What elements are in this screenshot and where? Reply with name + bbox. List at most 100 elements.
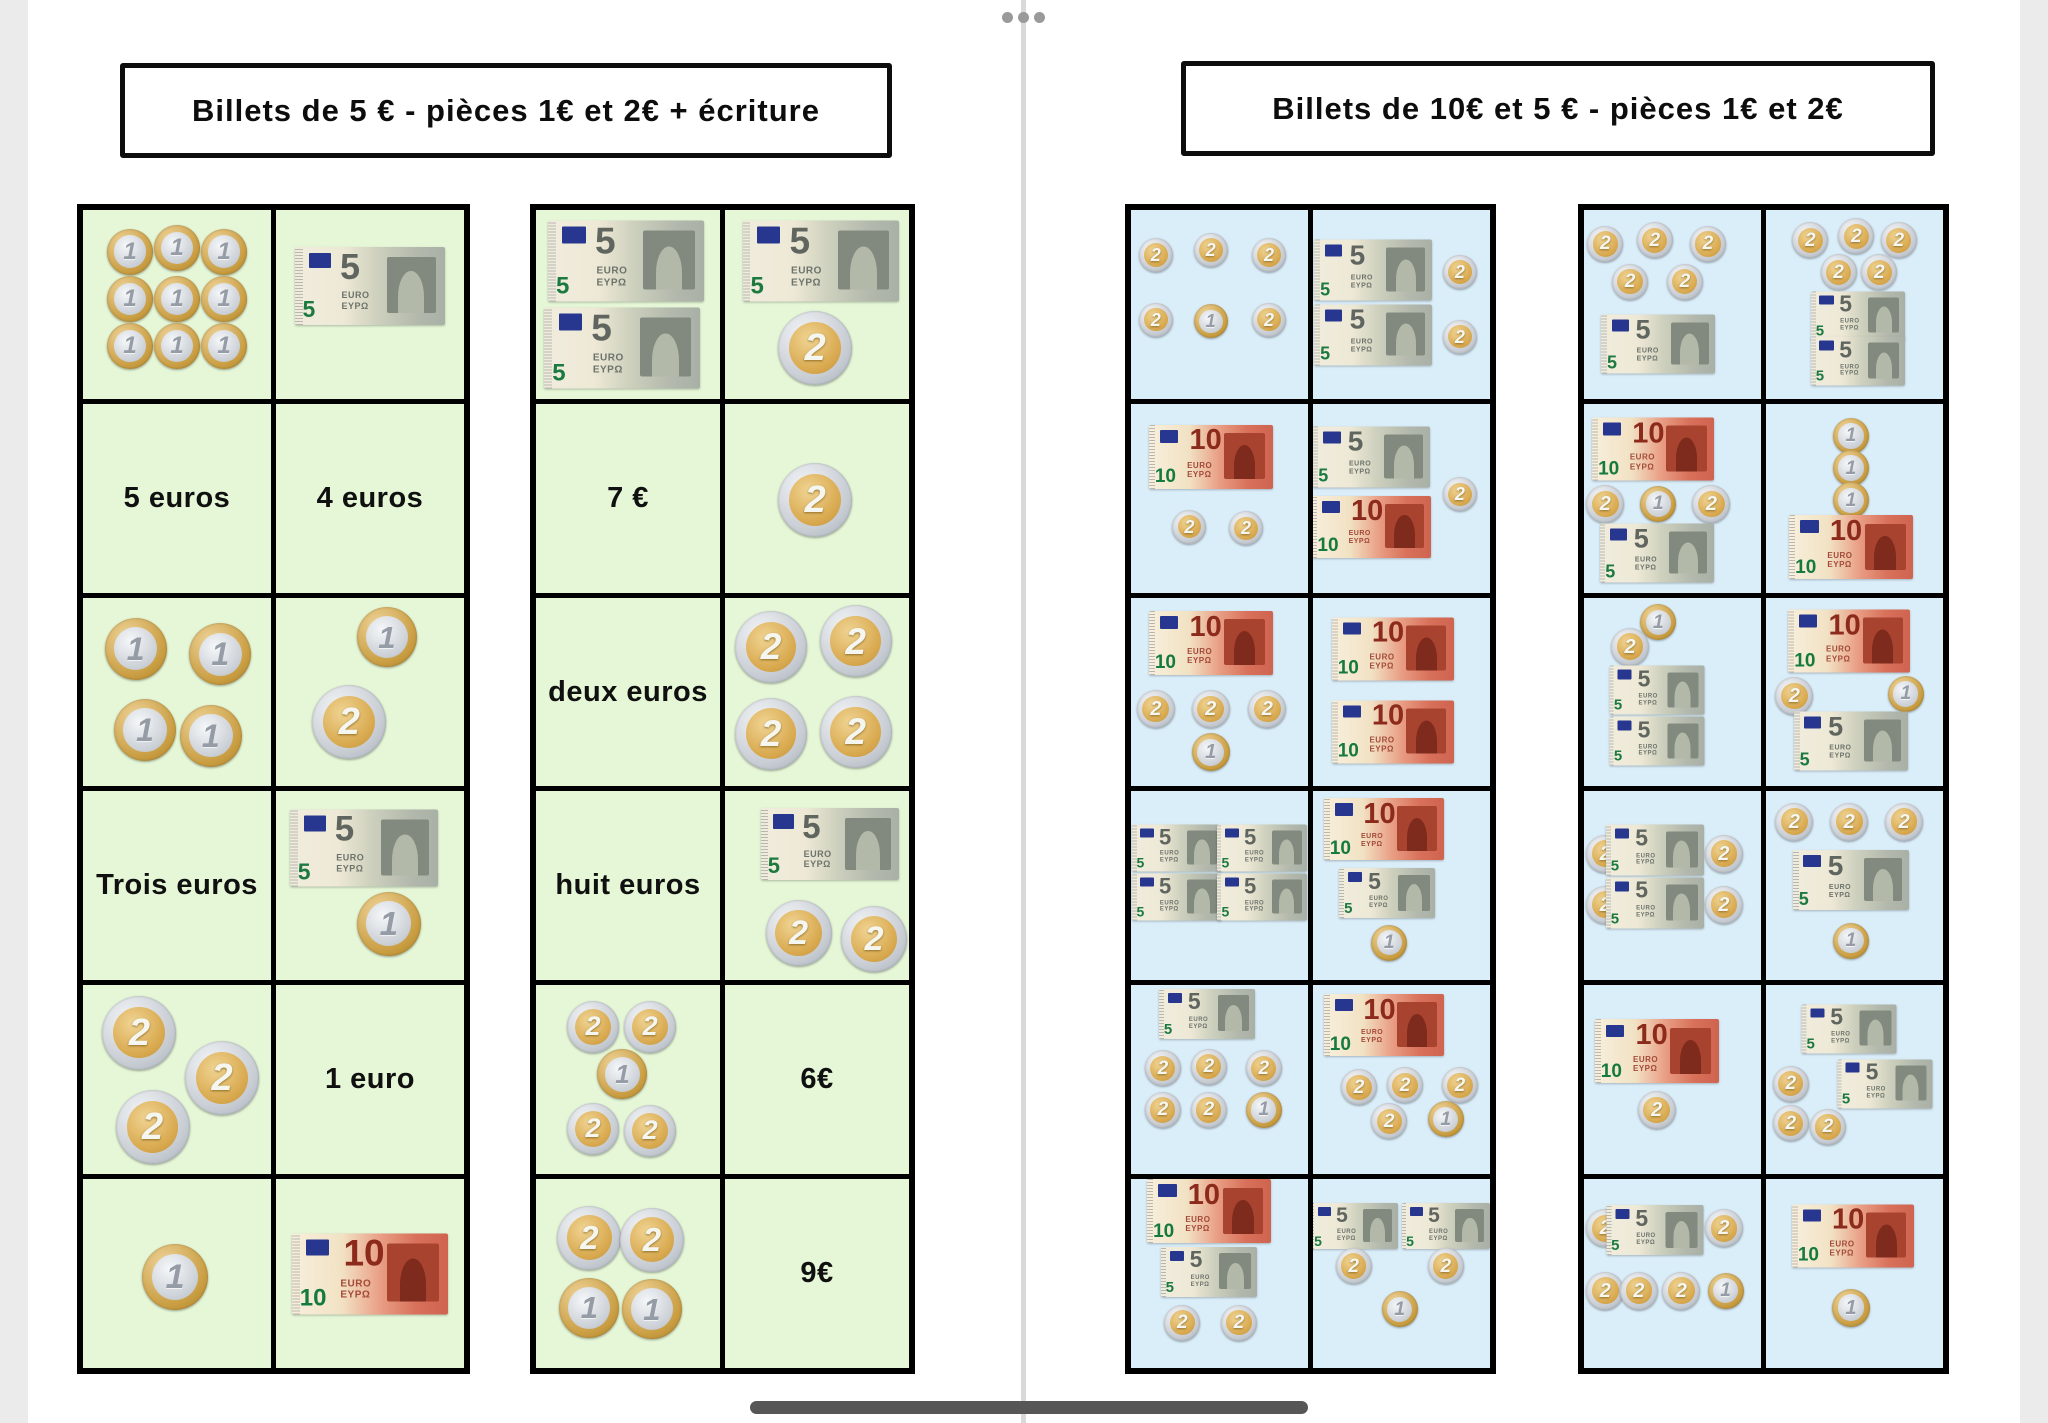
cell-amount-label: 4 euros bbox=[316, 481, 424, 514]
coin-1-euro: 1 bbox=[201, 322, 247, 369]
coin-2-euro: 2 bbox=[1830, 802, 1869, 841]
coin-2-euro: 2 bbox=[1245, 1050, 1282, 1087]
coin-1-euro: 1 bbox=[1832, 450, 1869, 487]
coin-2-euro: 2 bbox=[567, 1102, 620, 1155]
coin-2-euro: 2 bbox=[1861, 254, 1898, 291]
cell-amount-label: 6€ bbox=[800, 1063, 834, 1096]
domino-cell: 2 bbox=[725, 403, 909, 593]
coin-1-euro: 1 bbox=[142, 1244, 209, 1311]
coin-1-euro: 1 bbox=[1191, 733, 1230, 772]
coin-2-euro: 2 bbox=[1619, 1271, 1658, 1310]
coin-2-euro: 2 bbox=[1144, 1091, 1181, 1128]
horizontal-scrollbar-thumb[interactable] bbox=[750, 1401, 1308, 1414]
domino-cell: deux euros bbox=[536, 597, 720, 787]
coin-1-euro: 1 bbox=[154, 224, 200, 271]
cell-amount-label: 9€ bbox=[800, 1257, 834, 1290]
coin-2-euro: 2 bbox=[624, 1104, 677, 1157]
coin-2-euro: 2 bbox=[1371, 1103, 1408, 1140]
coin-2-euro: 2 bbox=[1809, 1108, 1846, 1145]
dot-icon bbox=[1017, 12, 1029, 23]
cell-amount-label: huit euros bbox=[555, 869, 701, 902]
coin-2-euro: 2 bbox=[1612, 263, 1649, 300]
coin-2-euro: 2 bbox=[765, 900, 832, 967]
cell-amount-label: 7 € bbox=[607, 481, 649, 514]
coin-1-euro: 1 bbox=[1832, 922, 1869, 959]
coin-2-euro: 2 bbox=[778, 463, 853, 538]
coin-2-euro: 2 bbox=[1611, 627, 1650, 666]
coin-2-euro: 2 bbox=[1229, 511, 1264, 546]
coin-1-euro: 1 bbox=[621, 1279, 682, 1340]
coin-2-euro: 2 bbox=[1252, 238, 1287, 273]
coin-2-euro: 2 bbox=[1692, 484, 1731, 523]
coin-2-euro: 2 bbox=[1190, 1048, 1227, 1085]
coin-2-euro: 2 bbox=[1136, 690, 1175, 729]
coin-2-euro: 2 bbox=[619, 1207, 684, 1272]
coin-2-euro: 2 bbox=[1387, 1067, 1424, 1104]
coin-1-euro: 1 bbox=[1427, 1101, 1464, 1138]
coin-2-euro: 2 bbox=[1442, 319, 1477, 354]
coin-2-euro: 2 bbox=[1636, 222, 1673, 259]
coin-2-euro: 2 bbox=[1335, 1248, 1372, 1285]
coin-2-euro: 2 bbox=[1586, 1271, 1625, 1310]
coin-2-euro: 2 bbox=[735, 610, 807, 683]
coin-2-euro: 2 bbox=[1637, 1090, 1676, 1129]
coin-2-euro: 2 bbox=[1427, 1248, 1464, 1285]
coin-2-euro: 2 bbox=[1880, 222, 1917, 259]
coin-1-euro: 1 bbox=[154, 322, 200, 369]
coin-2-euro: 2 bbox=[1587, 225, 1624, 262]
coin-2-euro: 2 bbox=[1220, 1304, 1257, 1341]
coin-2-euro: 2 bbox=[1772, 1065, 1809, 1102]
coin-1-euro: 1 bbox=[1887, 675, 1924, 712]
coin-1-euro: 1 bbox=[201, 228, 247, 275]
coin-1-euro: 1 bbox=[1371, 924, 1408, 961]
coin-2-euro: 2 bbox=[1191, 690, 1230, 729]
coin-2-euro: 2 bbox=[557, 1205, 622, 1270]
dot-icon bbox=[1033, 12, 1045, 23]
coin-2-euro: 2 bbox=[841, 905, 908, 972]
coin-2-euro: 2 bbox=[735, 697, 807, 770]
coin-2-euro: 2 bbox=[312, 685, 387, 760]
coin-2-euro: 2 bbox=[102, 995, 177, 1070]
coin-1-euro: 1 bbox=[107, 322, 153, 369]
domino-cell: 4 euros bbox=[276, 403, 464, 593]
coin-1-euro: 1 bbox=[1640, 604, 1677, 641]
coin-2-euro: 2 bbox=[1441, 1067, 1478, 1104]
coin-2-euro: 2 bbox=[185, 1040, 260, 1115]
coin-1-euro: 1 bbox=[1832, 482, 1869, 519]
divider-drag-handle-dots-icon[interactable] bbox=[995, 12, 1051, 23]
cell-amount-label: 1 euro bbox=[324, 1063, 416, 1096]
coin-1-euro: 1 bbox=[1640, 485, 1677, 522]
